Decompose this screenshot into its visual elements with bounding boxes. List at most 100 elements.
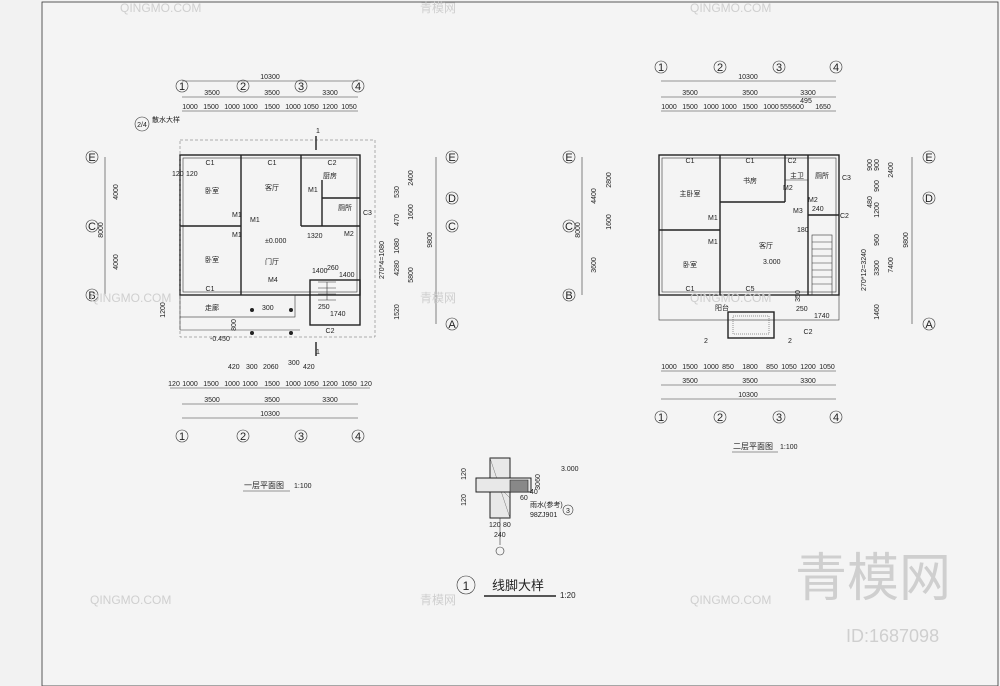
dim-right: 530: [394, 186, 401, 198]
section-mark: 2: [704, 338, 708, 345]
dim-right-total: 9800: [427, 232, 434, 248]
window-tag: C1: [686, 286, 695, 293]
room-label: 主卧室: [680, 189, 701, 198]
room-label: 客厅: [759, 241, 773, 250]
dim-right: 900: [874, 159, 881, 171]
detail-dim: 60: [535, 474, 542, 482]
dim-sub: 1000: [285, 381, 301, 388]
dim-left-total: 8000: [98, 222, 105, 238]
room-label: 厕所: [338, 203, 352, 212]
molding-detail: 120 120 120 240 60 30 40 60 80 3.000 雨水(…: [456, 457, 579, 600]
detail-dim: 40: [530, 489, 538, 496]
dim-right: 1200: [874, 202, 881, 218]
dim-sub: 1000: [242, 104, 258, 111]
dim-total: 10300: [260, 411, 280, 418]
stair-dim: 1320: [307, 233, 323, 240]
dim-sub: 1800: [742, 364, 758, 371]
dim-sub: 1000: [242, 381, 258, 388]
watermark-site: QINGMO.COM: [120, 1, 201, 15]
detail-dim: 30: [535, 482, 542, 490]
room-label: 卧室: [683, 260, 697, 269]
dim-total: 10300: [738, 392, 758, 399]
watermarks: QINGMO.COM 青模网 QINGMO.COM QINGMO.COM 青模网…: [90, 1, 951, 646]
top-dimensions: 10300 3500 3500 3300 1000 1500 1000 1000…: [182, 74, 358, 112]
detail-dim: 120: [489, 522, 501, 529]
stair-dim: 1740: [814, 313, 830, 320]
watermark-brand: 青模网: [420, 291, 456, 305]
dim-sub: 1500: [742, 104, 758, 111]
dim-bay: 3300: [322, 90, 338, 97]
axis-label: D: [448, 193, 456, 205]
dim-sub: 850: [722, 364, 734, 371]
door-tag: M3: [793, 208, 803, 215]
level-mark: 3.000: [763, 259, 781, 266]
plan-scale: 1:100: [780, 444, 798, 451]
watermark-site: QINGMO.COM: [690, 593, 771, 607]
detail-level: 3.000: [561, 466, 579, 473]
dim-right: 1080: [394, 238, 401, 254]
level-mark: ±0.000: [265, 238, 286, 245]
watermark-id: ID:1687098: [846, 626, 939, 646]
watermark-site: QINGMO.COM: [690, 1, 771, 15]
plan-title: 二层平面图: [733, 442, 773, 451]
detail-dim: 80: [503, 522, 511, 529]
dim-sub: 850: [766, 364, 778, 371]
dim-right: 2400: [408, 170, 415, 186]
axis-label: 3: [298, 431, 304, 443]
watermark-site: QINGMO.COM: [90, 291, 171, 305]
stair-dim: 1740: [330, 311, 346, 318]
dim-left: 4000: [113, 184, 120, 200]
dim-sub: 120: [360, 381, 372, 388]
dim-sub: 1000: [182, 381, 198, 388]
dim-right: 7400: [888, 257, 895, 273]
misc-dim: 120: [186, 171, 198, 178]
window-tag: C3: [363, 210, 372, 217]
axis-label: 4: [355, 431, 361, 443]
misc-dim: 300: [262, 305, 274, 312]
dim-left: 2800: [606, 172, 613, 188]
section-mark: 2: [788, 338, 792, 345]
dim-bay: 3500: [742, 378, 758, 385]
dim-total: 10300: [738, 74, 758, 81]
dim-sub: 1050: [303, 104, 319, 111]
dim-bay: 3500: [264, 90, 280, 97]
dim-right: 4280: [394, 260, 401, 276]
dim-sub: 1200: [800, 364, 816, 371]
window-tag: C1: [686, 158, 695, 165]
dim-right: 1460: [874, 304, 881, 320]
dim-sub: 1200: [322, 104, 338, 111]
bottom-dimensions: 420 300 2060 300 420 120 1000 1500 1000 …: [168, 360, 372, 419]
detail-scale: 1:20: [560, 591, 576, 600]
door-tag: M1: [232, 232, 242, 239]
dim-right: 960: [874, 234, 881, 246]
corridor: [179, 294, 296, 318]
dim-right: 1600: [408, 204, 415, 220]
dim-sub: 1050: [341, 104, 357, 111]
dim-sub: 555: [780, 104, 792, 111]
dim-sub: 1500: [264, 381, 280, 388]
axis-label: 1: [179, 431, 185, 443]
dim-bay: 3500: [204, 397, 220, 404]
misc-dim: 120: [172, 171, 184, 178]
dim-sub: 1000: [703, 364, 719, 371]
balcony: [658, 294, 840, 321]
room-label: 客厅: [265, 183, 279, 192]
dim-sub: 600: [792, 104, 804, 111]
detail-callout: [134, 116, 150, 132]
stair-dim: 250: [796, 306, 808, 313]
axis-label: 3: [776, 62, 782, 74]
dim-sub: 495: [800, 98, 812, 105]
axis-label: 2: [240, 431, 246, 443]
axis-label: E: [565, 152, 572, 164]
dim-sub: 1000: [721, 104, 737, 111]
first-floor-plan: 1 2 3 4 10300 3500 3500 3300 1000 1500 1…: [85, 74, 459, 492]
room-label: 卧室: [205, 186, 219, 195]
door-tag: M1: [232, 212, 242, 219]
second-floor-plan: 1 2 3 4 10300 3500 3500 3300 1000 1500 1…: [562, 60, 936, 453]
section-mark: 1: [316, 349, 320, 356]
dim-right: 900: [874, 180, 881, 192]
dim-sub: 120: [168, 381, 180, 388]
watermark-large: 青模网: [795, 550, 951, 608]
window-tag: C1: [746, 158, 755, 165]
plan-title: 一层平面图: [244, 481, 284, 490]
